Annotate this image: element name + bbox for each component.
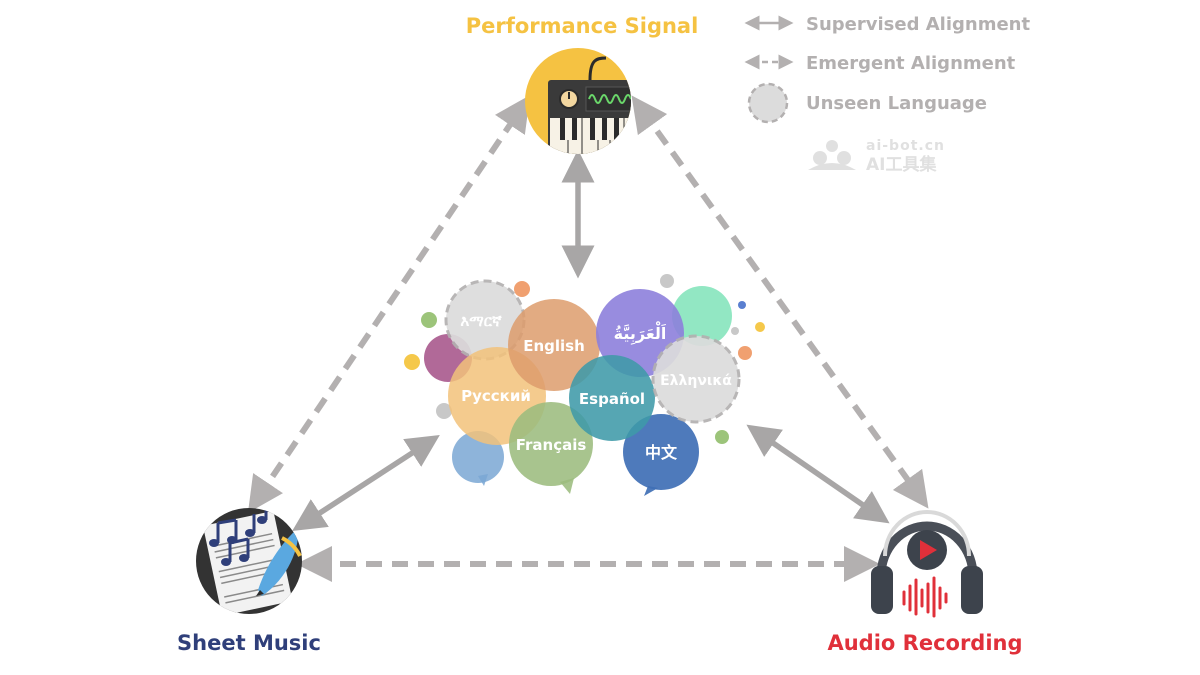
language-label: 中文 (645, 443, 678, 462)
language-bubble: እማርኛ (444, 279, 526, 361)
legend-item-unseen: Unseen Language (747, 82, 987, 124)
bubble-mint (672, 286, 732, 346)
language-label: Русский (461, 387, 531, 405)
legend-label: Unseen Language (806, 93, 987, 114)
watermark-brand: AI工具集 (866, 154, 937, 175)
language-bubble: Français (509, 402, 593, 494)
legend-label: Emergent Alignment (806, 53, 1016, 74)
language-bubble: 中文 (623, 414, 699, 496)
language-label: اَلْعَرَبِيَّةُ (614, 320, 667, 345)
language-label: Français (516, 436, 587, 454)
language-bubble: Español (569, 355, 655, 441)
sheet-music-label: Sheet Music (177, 631, 321, 655)
language-label: Ελληνικά (660, 373, 732, 389)
supervised-arrow-audio (746, 424, 890, 524)
watermark: ai-bot.cn AI工具集 (808, 138, 945, 175)
legend-item-supervised: Supervised Alignment (744, 14, 1030, 35)
legend-item-emergent: Emergent Alignment (744, 53, 1016, 74)
legend-label: Supervised Alignment (806, 14, 1030, 35)
legend: Supervised Alignment Emergent Alignment … (744, 14, 1030, 124)
watermark-logo-icon (808, 140, 856, 170)
unseen-bubble-icon (747, 82, 789, 124)
audio-recording-label: Audio Recording (827, 631, 1022, 655)
language-label: እማርኛ (460, 312, 502, 330)
emergent-arrow-sheet-performance (247, 95, 531, 513)
language-label: Español (579, 390, 645, 408)
decorative-dots (404, 274, 765, 444)
sheet-music-icon (196, 508, 302, 614)
performance-signal-label: Performance Signal (466, 14, 699, 38)
watermark-domain: ai-bot.cn (866, 138, 945, 154)
language-cluster: እማርኛ Русский English اَلْعَرَبِيَّةُ Fra… (424, 279, 741, 496)
language-bubble: Ελληνικά (651, 334, 741, 424)
language-bubble: English (508, 299, 600, 391)
headphones-icon (871, 510, 983, 618)
supervised-arrow-sheet (292, 435, 440, 531)
language-label: English (523, 337, 585, 355)
synth-icon (525, 48, 631, 154)
